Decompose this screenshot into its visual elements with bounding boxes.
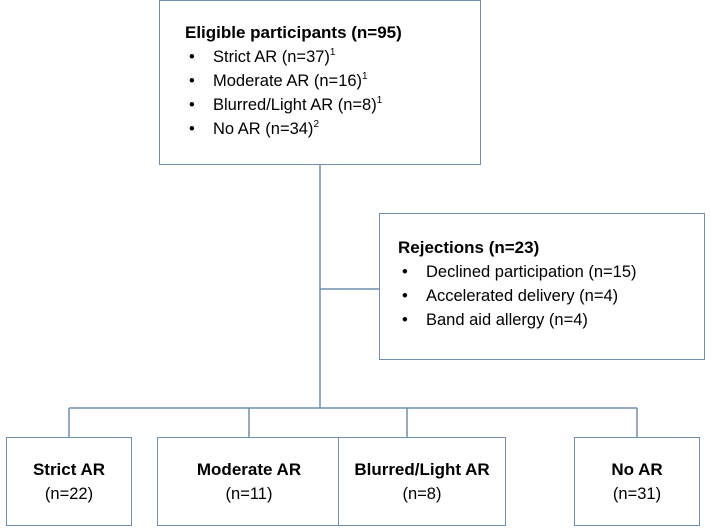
bullet-icon: • [402, 287, 408, 305]
group-count: (n=22) [44, 484, 94, 503]
rejections-title: Rejections (n=23) [398, 238, 540, 257]
eligible-participants-box: Eligible participants (n=95) •Strict AR … [159, 0, 481, 165]
group-box-strict-ar: Strict AR (n=22) [6, 437, 132, 526]
list-item: •Declined participation (n=15) [398, 260, 704, 284]
bullet-icon: • [189, 120, 195, 138]
group-name: Moderate AR [196, 459, 302, 479]
group-count: (n=31) [612, 484, 662, 503]
group-name: No AR [611, 459, 663, 479]
rejections-box: Rejections (n=23) •Declined participatio… [379, 213, 705, 360]
list-item: •No AR (n=34)2 [185, 117, 480, 141]
bullet-icon: • [189, 72, 195, 90]
list-item: •Strict AR (n=37)1 [185, 45, 480, 69]
eligible-list: •Strict AR (n=37)1 •Moderate AR (n=16)1 … [185, 45, 480, 141]
list-item: •Band aid allergy (n=4) [398, 308, 704, 332]
rejections-list: •Declined participation (n=15) •Accelera… [398, 260, 704, 332]
bullet-icon: • [189, 96, 195, 114]
group-box-moderate-ar: Moderate AR (n=11) [157, 437, 341, 526]
group-name: Blurred/Light AR [354, 459, 490, 479]
group-name: Strict AR [32, 459, 106, 479]
eligible-title: Eligible participants (n=95) [185, 23, 402, 42]
bullet-icon: • [402, 311, 408, 329]
group-box-blurred-light-ar: Blurred/Light AR (n=8) [338, 437, 506, 526]
group-count: (n=11) [225, 484, 273, 503]
list-item: •Moderate AR (n=16)1 [185, 69, 480, 93]
list-item: •Accelerated delivery (n=4) [398, 284, 704, 308]
bullet-icon: • [402, 263, 408, 281]
group-count: (n=8) [402, 484, 442, 503]
list-item: •Blurred/Light AR (n=8)1 [185, 93, 480, 117]
bullet-icon: • [189, 48, 195, 66]
group-box-no-ar: No AR (n=31) [574, 437, 700, 526]
